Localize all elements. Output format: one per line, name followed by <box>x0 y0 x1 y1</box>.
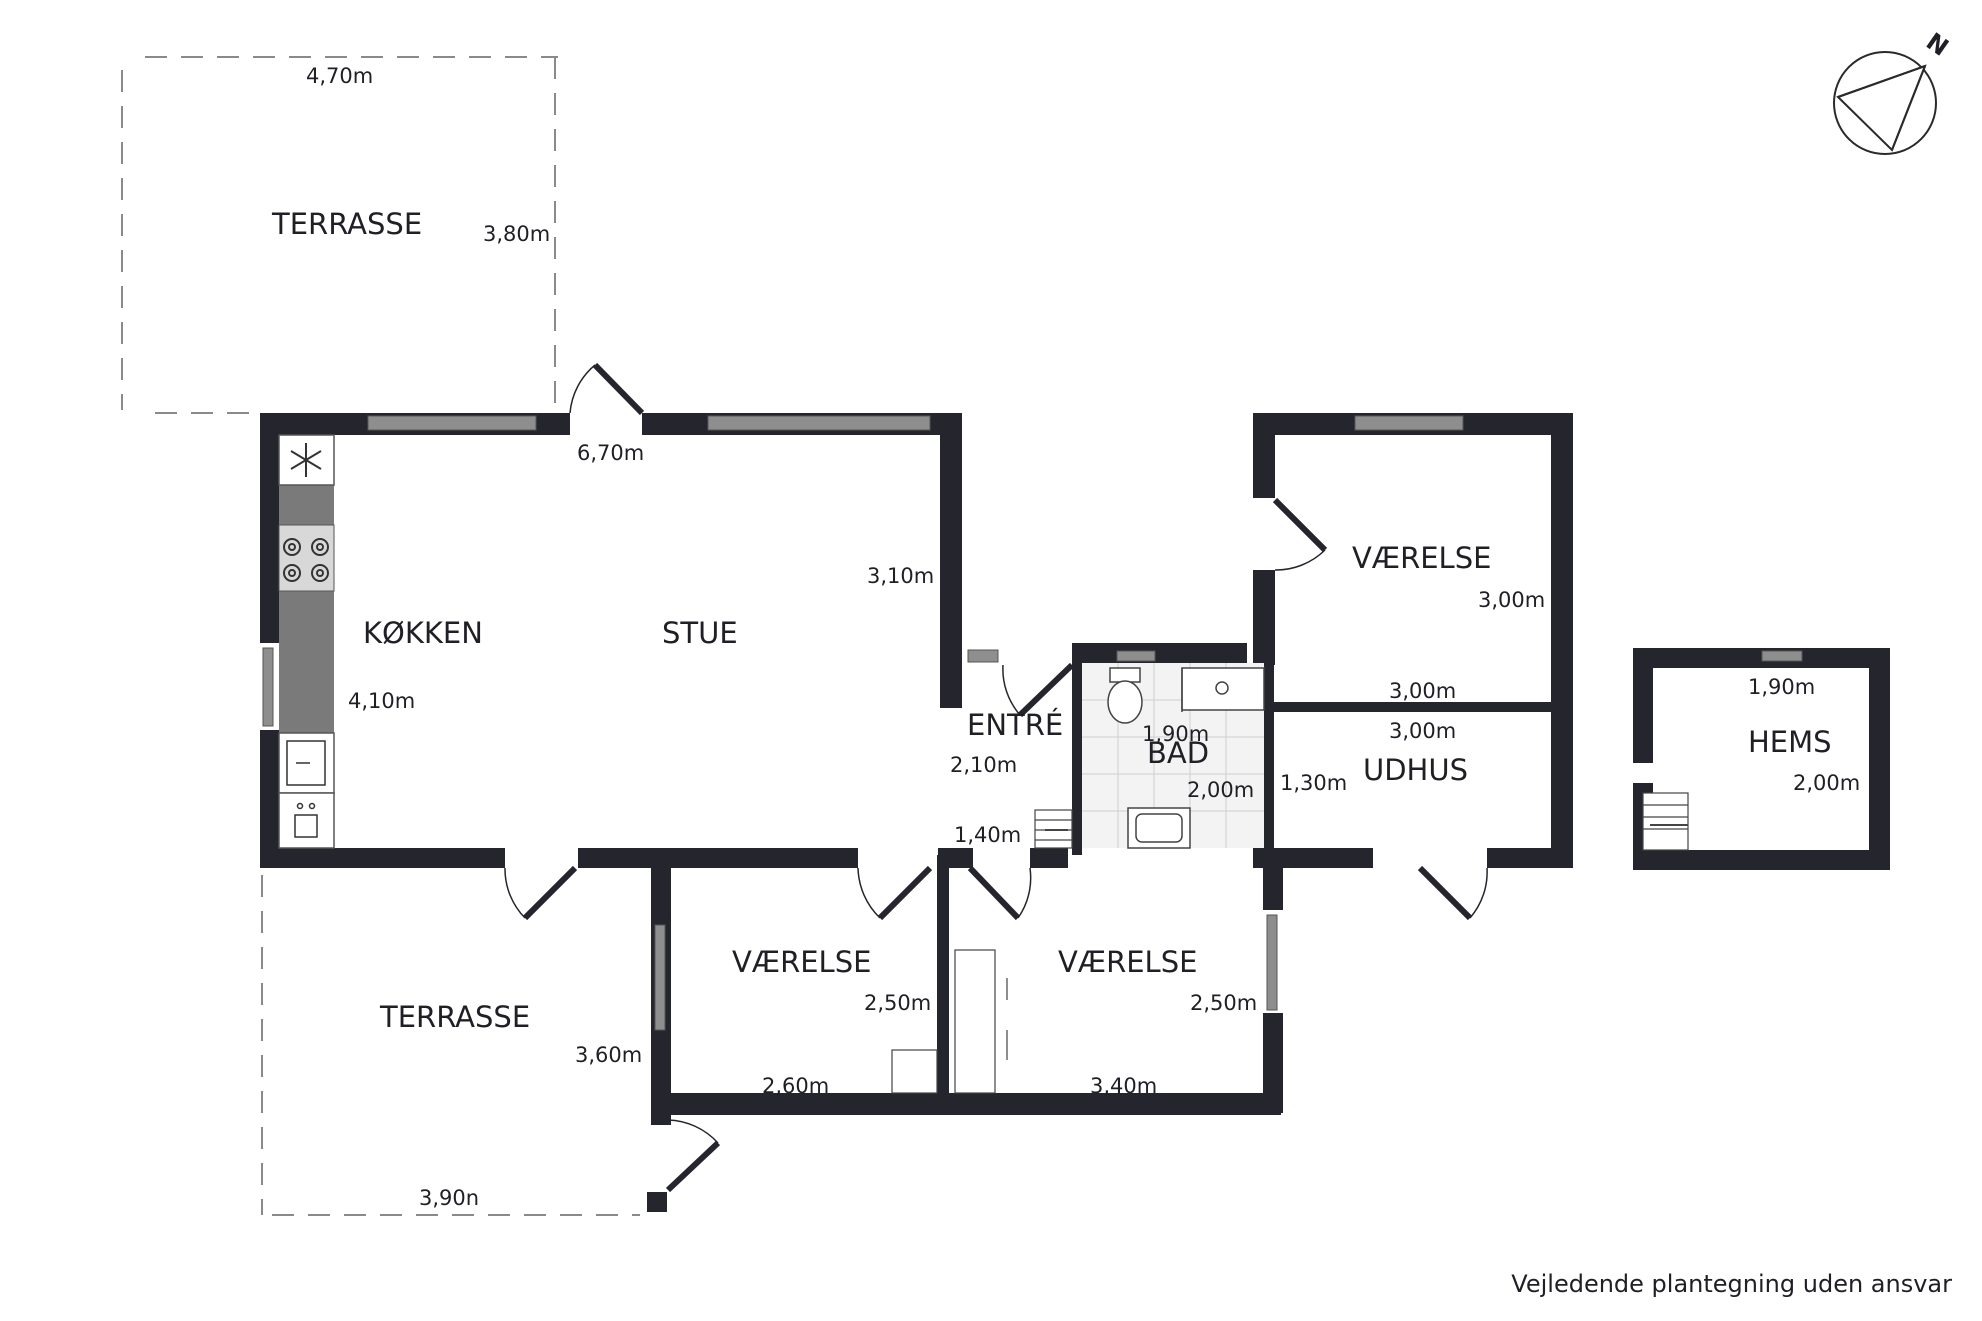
dim-udhus-height: 1,30m <box>1280 771 1347 795</box>
dim-terrasse-top-height: 3,80m <box>483 222 550 246</box>
room-label-terrasse-top: TERRASSE <box>271 207 422 241</box>
toilet-icon <box>1107 667 1143 724</box>
terrace-top-outline <box>121 56 558 414</box>
doors <box>504 362 1488 1193</box>
dim-vaerelse-s-width: 3,40m <box>1090 1074 1157 1098</box>
room-label-vaerelse-ne: VÆRELSE <box>1352 541 1491 575</box>
dim-hems-height: 2,00m <box>1793 771 1860 795</box>
dim-terrasse-top-width: 4,70m <box>306 64 373 88</box>
dim-terrasse-bottom-width: 3,90n <box>419 1186 479 1210</box>
room-label-bad: BAD <box>1147 736 1209 770</box>
dim-kokken-height: 4,10m <box>348 689 415 713</box>
disclaimer-text: Vejledende plantegning uden ansvar <box>1511 1270 1952 1298</box>
dim-hems-width: 1,90m <box>1748 675 1815 699</box>
dim-terrasse-bottom-height: 3,60m <box>575 1043 642 1067</box>
dim-stue-width: 6,70m <box>577 441 644 465</box>
room-label-entre: ENTRÉ <box>967 708 1063 742</box>
compass-north-label: N <box>1921 27 1954 61</box>
room-label-vaerelse-s: VÆRELSE <box>1058 945 1197 979</box>
dim-vaerelse-sw-width: 2,60m <box>762 1074 829 1098</box>
dim-vaerelse-sw-height: 2,50m <box>864 991 931 1015</box>
terrace-bottom-outline <box>261 875 640 1216</box>
stairs-hems <box>1642 792 1689 851</box>
stairs-bedroom <box>891 949 1008 1094</box>
stove-icon <box>283 538 329 582</box>
room-label-kokken: KØKKEN <box>363 616 483 650</box>
room-labels: TERRASSE KØKKEN STUE ENTRÉ BAD VÆRELSE U… <box>271 207 1832 1034</box>
windows <box>262 415 1803 1031</box>
dim-entre-height: 1,40m <box>954 823 1021 847</box>
dim-vaerelse-ne-height: 3,00m <box>1478 588 1545 612</box>
stairs-entre <box>1034 809 1073 849</box>
dim-vaerelse-ne-width: 3,00m <box>1389 679 1456 703</box>
sink-icon <box>286 740 326 786</box>
dim-udhus-width: 3,00m <box>1389 719 1456 743</box>
room-label-vaerelse-sw: VÆRELSE <box>732 945 871 979</box>
dim-stue-height: 3,10m <box>867 564 934 588</box>
dim-bad-width: 1,90m <box>1142 722 1209 746</box>
snowflake-icon <box>290 443 322 477</box>
dim-entre-width: 2,10m <box>950 753 1017 777</box>
dim-vaerelse-s-height: 2,50m <box>1190 991 1257 1015</box>
room-label-stue: STUE <box>662 616 738 650</box>
room-label-udhus: UDHUS <box>1363 753 1468 787</box>
shower-icon <box>1181 667 1265 712</box>
room-label-hems: HEMS <box>1748 725 1832 759</box>
dishwasher-icon <box>294 802 318 838</box>
dimension-labels: 4,70m 3,80m 6,70m 3,10m 4,10m 2,10m 1,40… <box>306 64 1860 1210</box>
washbasin-icon <box>1127 807 1191 849</box>
compass-icon <box>1833 51 1937 155</box>
room-label-terrasse-bottom: TERRASSE <box>379 1000 530 1034</box>
kitchen-counter <box>278 434 335 849</box>
dim-bad-height: 2,00m <box>1187 778 1254 802</box>
